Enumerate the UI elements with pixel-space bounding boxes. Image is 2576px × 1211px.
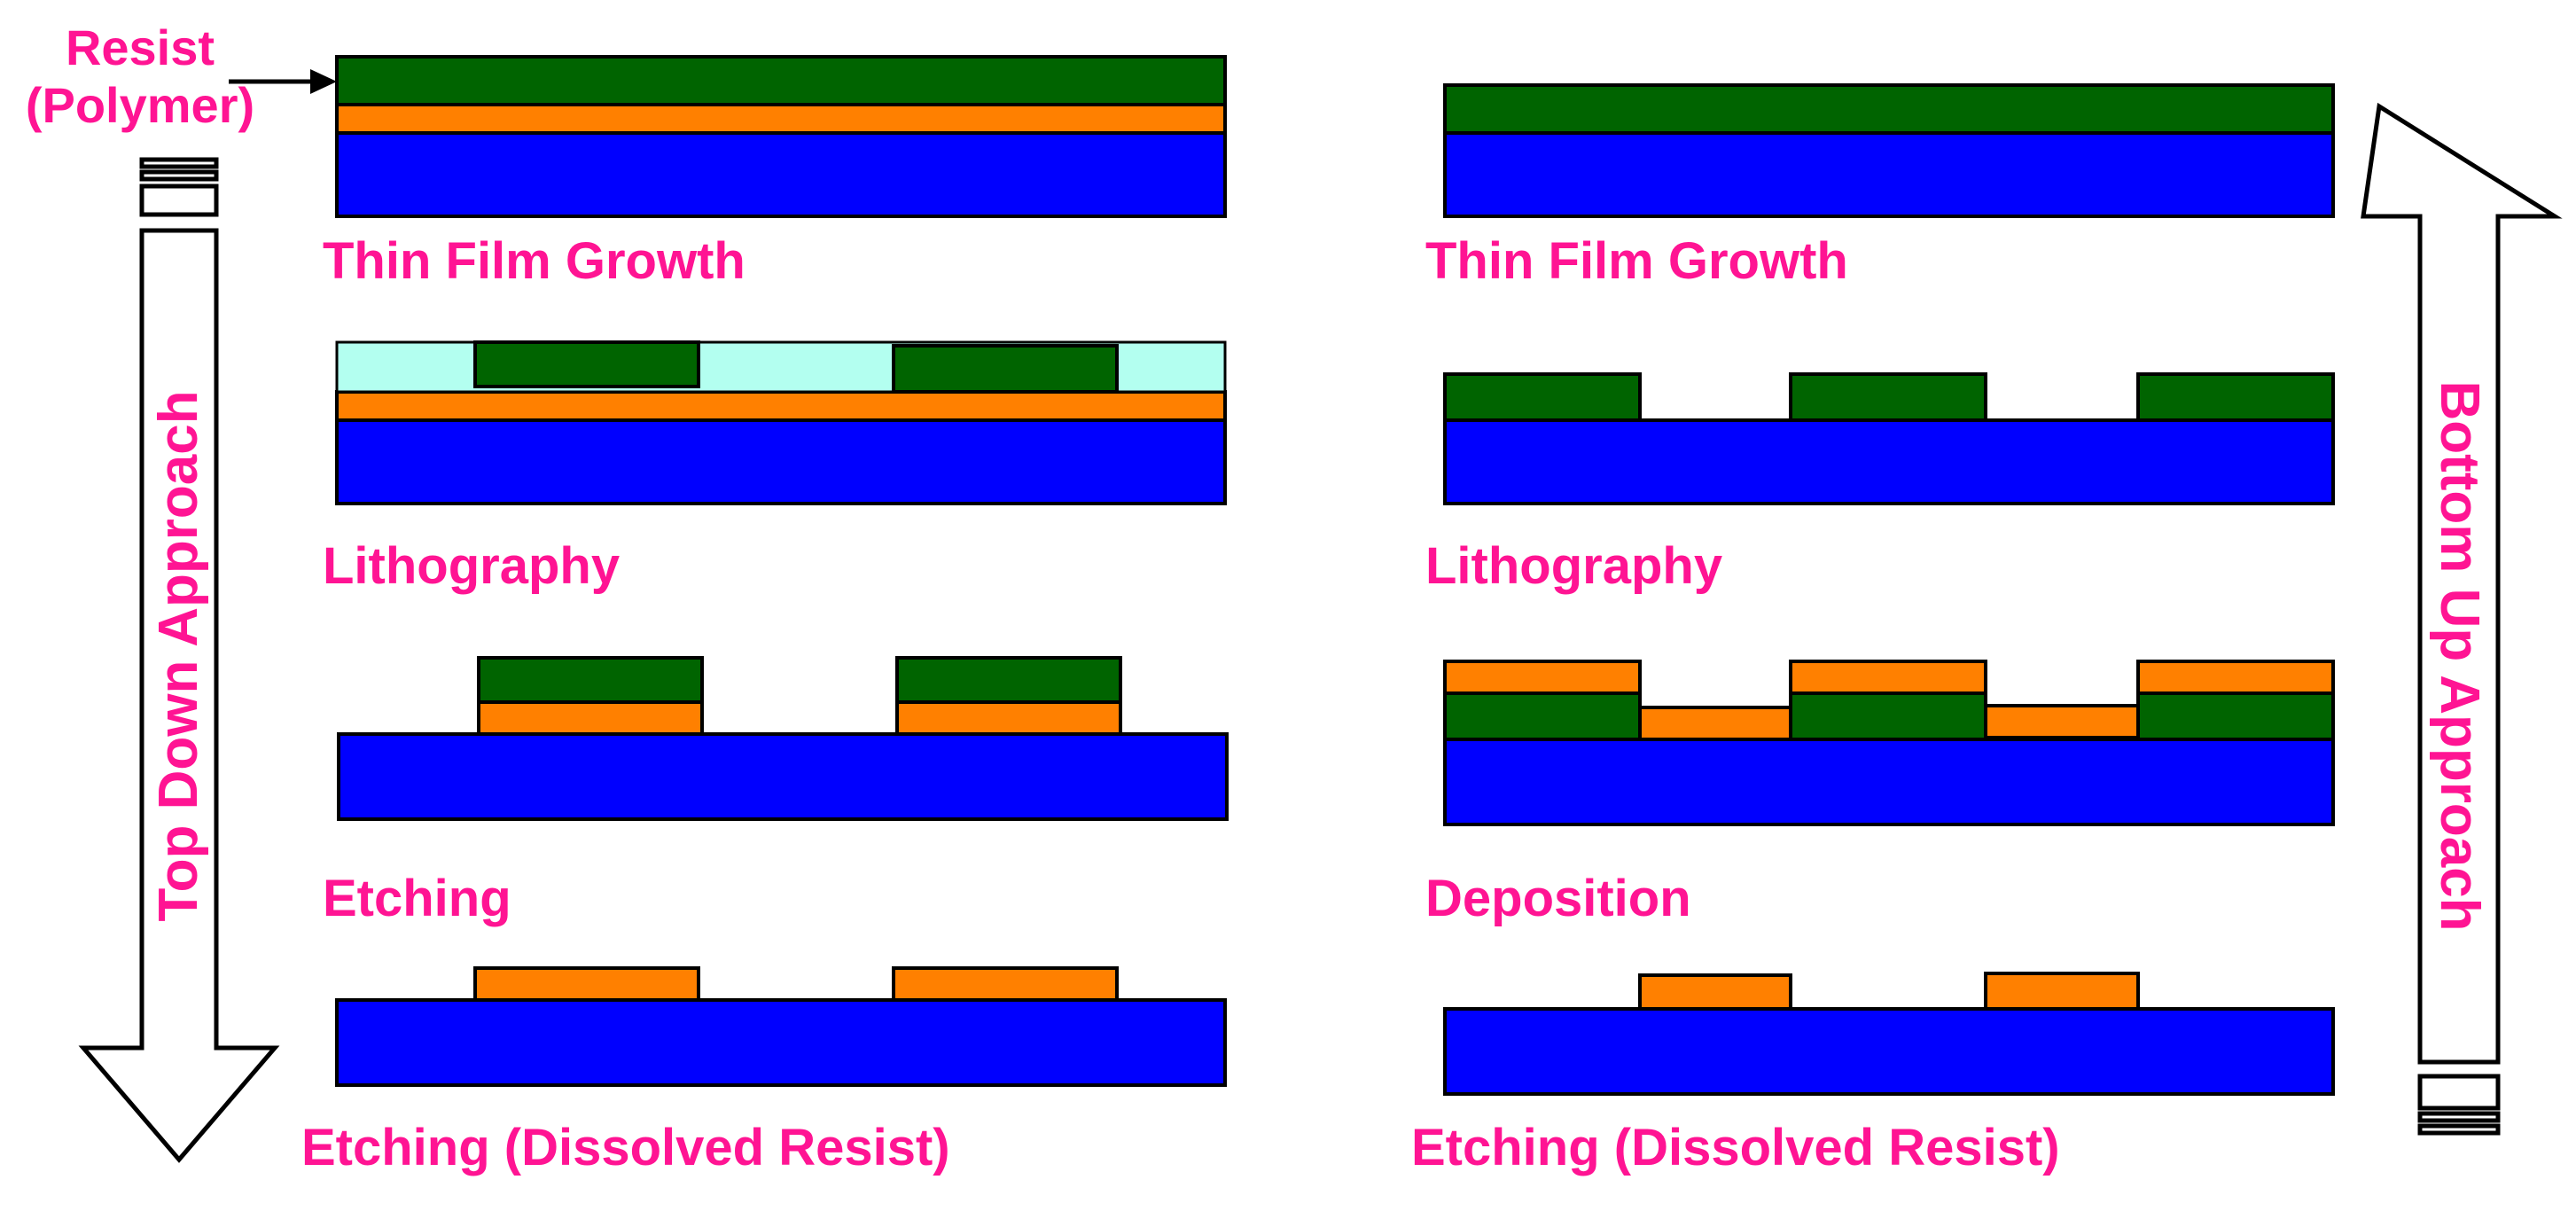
td-step-label-1: Thin Film Growth (323, 232, 745, 290)
film-block (473, 966, 700, 1002)
bu-deposition-panel (1443, 660, 2335, 826)
arrow-tail-stripe (2417, 1123, 2501, 1136)
td-lithography-panel (335, 340, 1227, 505)
arrow-tail-stripe (139, 157, 219, 169)
resist-annotation: Resist (Polymer) (7, 20, 273, 135)
td-dissolved-resist-panel (335, 966, 1227, 1087)
substrate (1443, 1007, 2335, 1096)
film-block (892, 966, 1119, 1002)
resist-block (895, 656, 1122, 704)
td-step-label-4: Etching (Dissolved Resist) (301, 1119, 950, 1176)
top-down-arrow (78, 157, 280, 1163)
arrow-tail-stripe (139, 169, 219, 182)
resist-block (2136, 372, 2335, 422)
resist-block (1443, 691, 1642, 741)
film-layer (335, 103, 1227, 135)
resist-block (2136, 691, 2335, 741)
film-block (1638, 973, 1792, 1011)
bu-dissolved-resist-panel (1443, 972, 2335, 1096)
resist-block (1789, 691, 1987, 741)
substrate (335, 998, 1227, 1087)
top-down-arrow-label: Top Down Approach (148, 390, 209, 922)
substrate (335, 131, 1227, 218)
substrate (1443, 738, 2335, 826)
resist-layer (335, 55, 1227, 106)
td-thin-film-growth-panel (335, 55, 1227, 218)
film-block (1443, 660, 1642, 695)
film-block (1984, 972, 2140, 1011)
bu-step-label-2: Lithography (1425, 537, 1723, 595)
bu-step-label-1: Thin Film Growth (1425, 232, 1848, 290)
film-block (1789, 660, 1987, 695)
bu-lithography-panel (1443, 372, 2335, 505)
film-block (895, 700, 1122, 736)
bottom-up-arrow-label: Bottom Up Approach (2429, 380, 2490, 932)
resist-block (477, 656, 704, 704)
substrate (1443, 418, 2335, 505)
resist-pointer-arrow (229, 69, 337, 94)
arrow-tail-block (2417, 1074, 2501, 1111)
film-block (2136, 660, 2335, 695)
td-step-label-2: Lithography (323, 537, 621, 595)
resist-annotation-line2: (Polymer) (25, 76, 255, 133)
td-etching-panel (337, 656, 1229, 821)
film-block (477, 700, 704, 736)
film-block (1638, 706, 1792, 741)
arrow-tail-stripe (2417, 1111, 2501, 1123)
arrow-tail-block (139, 184, 219, 217)
td-step-label-3: Etching (323, 870, 511, 927)
film-layer (335, 390, 1227, 422)
bu-thin-film-growth-panel (1443, 83, 2335, 218)
bu-step-label-4: Etching (Dissolved Resist) (1411, 1119, 2060, 1176)
arrow-body (78, 228, 280, 1163)
resist-layer (1443, 83, 2335, 135)
bu-step-label-3: Deposition (1425, 870, 1691, 927)
resist-block (473, 340, 700, 388)
bottom-up-arrow (2361, 102, 2563, 1136)
resist-annotation-line1: Resist (65, 20, 215, 75)
substrate (335, 418, 1227, 505)
film-block (1984, 704, 2140, 739)
substrate (1443, 131, 2335, 218)
arrow-body (2361, 102, 2563, 1065)
resist-block (1789, 372, 1987, 422)
resist-block (1443, 372, 1642, 422)
substrate (337, 732, 1229, 821)
resist-block (892, 344, 1119, 394)
